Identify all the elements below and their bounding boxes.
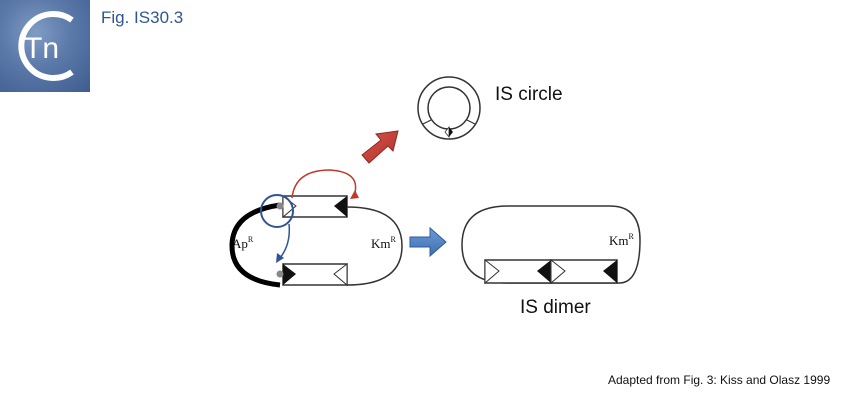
left-plasmid	[229, 169, 403, 288]
km-right-base: Km	[609, 233, 629, 248]
highlight-circle	[260, 194, 294, 228]
dimer-is2-left-ir-icon	[550, 258, 566, 285]
km-resistance-label-left: KmR	[371, 235, 396, 252]
bottom-is-right-ir-icon	[333, 262, 348, 287]
dimer-is1-right-ir-icon	[537, 260, 551, 283]
ap-resistance-arc	[229, 202, 281, 288]
ap-resistance-label: ApR	[232, 235, 253, 252]
is-circle	[417, 76, 481, 140]
dimer-is2-right-ir-icon	[603, 260, 617, 283]
blue-curved-arrowhead-icon	[276, 253, 284, 263]
blue-curved-arrow	[279, 223, 291, 259]
bottom-is-left-ir-icon	[283, 264, 296, 285]
blue-arrow-to-dimer	[409, 226, 447, 258]
km-right-sup: R	[628, 232, 634, 241]
bottom-junction-dot	[276, 270, 284, 278]
km-resistance-label-right: KmR	[609, 232, 634, 249]
km-left-sup: R	[390, 235, 396, 244]
red-arrow-to-circle	[361, 130, 399, 164]
ap-resistance-sup: R	[247, 235, 254, 244]
bottom-is-element	[282, 262, 348, 287]
is-dimer-plasmid	[461, 205, 641, 285]
red-curved-arrowhead-icon	[350, 190, 359, 199]
figure-title: Fig. IS30.3	[101, 8, 184, 27]
is-circle-label: IS circle	[495, 84, 563, 105]
ap-resistance-base: Ap	[232, 236, 248, 251]
km-resistance-arc-left	[346, 206, 403, 286]
is-circle-right-end-icon	[449, 127, 453, 137]
red-curved-arrow	[291, 169, 357, 199]
tn-logo-mark: Tn	[18, 11, 74, 81]
tn-logo: Tn	[0, 0, 90, 92]
is-dimer-label: IS dimer	[520, 297, 591, 318]
dimer-is-element-2	[550, 258, 618, 285]
logo-text: Tn	[24, 32, 59, 65]
top-is-right-ir-icon	[334, 196, 347, 217]
citation: Adapted from Fig. 3: Kiss and Olasz 1999	[608, 373, 831, 387]
dimer-is1-left-ir-icon	[484, 258, 500, 285]
km-left-base: Km	[371, 236, 391, 251]
dimer-is-element-1	[484, 258, 552, 285]
top-junction-dot	[276, 202, 284, 210]
